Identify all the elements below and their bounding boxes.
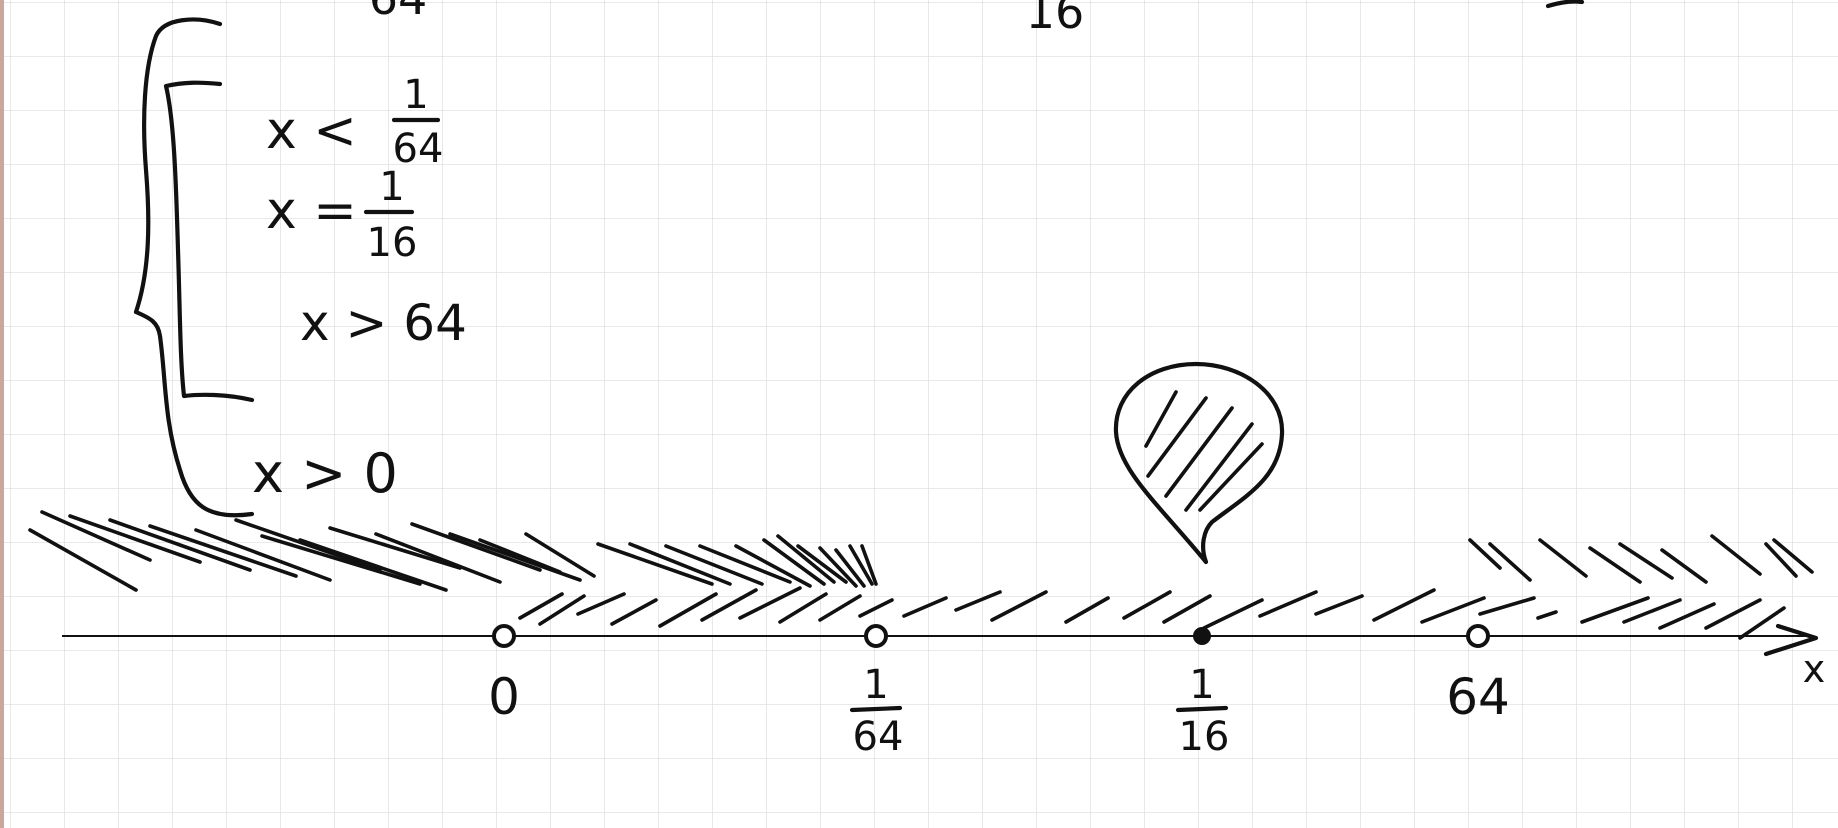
open-point (864, 624, 888, 648)
fraction-bar (849, 705, 903, 713)
open-point (1466, 624, 1490, 648)
fraction-bar (1175, 705, 1229, 713)
svg-text:1: 1 (379, 164, 404, 210)
axis-label: x (1803, 647, 1826, 691)
top-cut-label-left: 64 (369, 0, 428, 25)
point-label-denominator: 16 (1179, 714, 1230, 760)
hatching-x-greater-0 (28, 510, 878, 592)
axis-arrowhead (1763, 623, 1819, 657)
top-cut-stroke-right (1545, 0, 1585, 9)
number-line-point: 0 (488, 624, 520, 726)
point-label-numerator: 1 (1189, 662, 1214, 708)
svg-text:16: 16 (367, 220, 418, 266)
condition-x-greater-64: x > 64 (300, 294, 467, 352)
hatching-x-greater-64 (1468, 534, 1814, 584)
number-line-point: 64 (1446, 624, 1510, 726)
svg-text:1: 1 (403, 72, 428, 118)
condition-x-less-1-64: x < 1 64 (266, 72, 443, 172)
hatching-inner-system (518, 586, 1786, 640)
svg-text:64: 64 (393, 126, 444, 172)
filled-point (1193, 627, 1211, 645)
pin-marker (1113, 361, 1285, 565)
point-label-denominator: 64 (853, 714, 904, 760)
left-border (0, 0, 4, 828)
open-point (492, 624, 516, 648)
outer-curly-brace (133, 17, 255, 518)
number-line-point: 164 (849, 624, 904, 760)
condition-x-equals-1-16: x = 1 16 (266, 164, 417, 266)
svg-text:x =: x = (266, 181, 357, 241)
pin-marker-hatching (1144, 390, 1264, 512)
point-label: 0 (488, 668, 520, 726)
svg-text:x > 64: x > 64 (300, 294, 467, 352)
point-label-numerator: 1 (863, 662, 888, 708)
svg-text:x > 0: x > 0 (252, 442, 398, 505)
condition-x-greater-0: x > 0 (252, 442, 398, 505)
top-cut-label-center: 16 (1026, 0, 1085, 39)
svg-text:x <: x < (266, 101, 357, 161)
point-label: 64 (1446, 668, 1510, 726)
inner-square-bracket (163, 80, 255, 403)
number-line-point: 116 (1175, 627, 1230, 760)
